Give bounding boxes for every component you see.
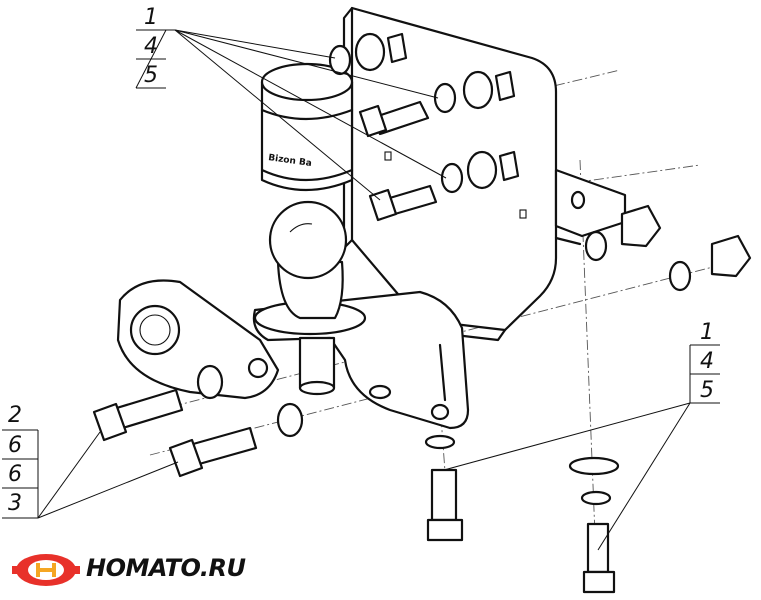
callout-top-left: 1 4 5 [135, 5, 447, 201]
callout-left-3: 6 [8, 462, 22, 487]
callout-bottom-right: 1 4 5 [443, 320, 720, 551]
logo-text: HOMATO.RU [86, 554, 246, 582]
callout-bottom-right-1: 1 [700, 320, 714, 345]
callout-left-4: 3 [8, 491, 22, 516]
callout-left-2: 6 [8, 433, 22, 458]
callout-left-1: 2 [8, 403, 22, 428]
callout-top-left-1: 1 [144, 5, 158, 30]
callout-bottom-right-2: 4 [700, 349, 714, 374]
callout-top-left-3: 5 [144, 63, 158, 88]
top-fasteners [328, 32, 520, 222]
left-bolts [92, 364, 304, 478]
right-fasteners [584, 204, 752, 292]
callout-bottom-right-3: 5 [700, 378, 714, 403]
bottom-bolts [424, 434, 620, 594]
socket-plate [116, 279, 280, 400]
ball-cover: Bizon Ba [260, 62, 354, 192]
callout-top-left-2: 4 [144, 34, 158, 59]
homato-logo-icon [12, 554, 80, 586]
callout-left: 2 6 6 3 [2, 403, 179, 519]
tow-ball [253, 200, 367, 396]
side-bracket [554, 168, 627, 246]
